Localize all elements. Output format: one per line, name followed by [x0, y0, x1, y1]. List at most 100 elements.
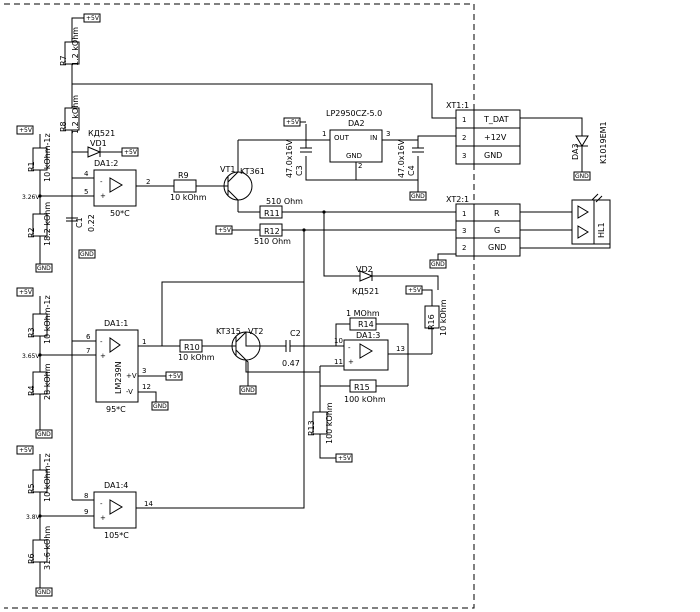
r1-label: R1: [27, 161, 36, 172]
r16-resistor: R16 10 kOhm: [422, 289, 448, 354]
gnd-flag-c1: GND: [78, 249, 96, 259]
vd1-diode: КД521 VD1: [72, 129, 122, 158]
da1-4-label: DA1:4: [104, 481, 128, 490]
svg-text:8: 8: [84, 492, 88, 500]
gnd-flag-vt2: GND: [239, 385, 257, 395]
svg-text:+5V: +5V: [19, 289, 33, 296]
svg-text:12: 12: [142, 383, 151, 391]
xt1-label: XT1:1: [446, 101, 469, 110]
r5-value: 10 kOhm-1z: [43, 453, 52, 502]
gnd-flag-r2: GND: [35, 263, 53, 273]
r12-resistor: R12 510 Ohm: [232, 223, 456, 246]
svg-text:14: 14: [144, 500, 153, 508]
xt1-pin3-label: GND: [484, 151, 502, 160]
svg-text:GND: GND: [241, 387, 255, 394]
svg-text:13: 13: [396, 345, 405, 353]
r11-resistor: 510 Ohm R11: [258, 197, 456, 219]
c4-value: 47.0x16V: [397, 139, 406, 178]
da2-label: DA2: [348, 119, 365, 128]
svg-text:9: 9: [84, 508, 88, 516]
svg-text:IN: IN: [370, 134, 377, 142]
p5v-flag-r13: +5V: [335, 453, 353, 463]
r1-resistor: R1 10 kOhm-1z: [27, 133, 52, 182]
r2-label: R2: [27, 227, 36, 238]
p5v-flag-r5: +5V: [16, 445, 34, 455]
p5v-flag-top: +5V: [83, 13, 101, 23]
r4-resistor: R4 28 kOhm: [27, 363, 52, 400]
board-outline: [4, 3, 475, 609]
svg-text:+V: +V: [126, 372, 137, 380]
r16-value: 10 kOhm: [439, 299, 448, 336]
r3-label: R3: [27, 327, 36, 338]
da2-part: LP2950CZ-5.0: [326, 109, 382, 118]
r3-resistor: R3 10 kOhm-1z: [27, 295, 52, 344]
r7-label: R7: [59, 55, 68, 66]
c4-label: C4: [407, 165, 416, 176]
svg-text:+5V: +5V: [338, 455, 352, 462]
svg-text:3: 3: [462, 152, 466, 160]
r5-resistor: R5 10 kOhm-1z: [27, 453, 52, 502]
vd1-part: КД521: [88, 129, 115, 138]
c3-label: C3: [295, 165, 304, 176]
voltage-label-1: 3.26V: [22, 194, 40, 201]
da3-sensor: DA3 K1019EM1: [571, 121, 608, 172]
svg-text:+5V: +5V: [19, 447, 33, 454]
xt1-pin1-label: T_DAT: [483, 115, 509, 124]
r14-resistor: R14 1 MOhm: [335, 309, 409, 354]
c2-capacitor: C2 0.47: [282, 329, 336, 368]
p5v-flag-r1: +5V: [16, 125, 34, 135]
gnd-flag-da3: GND: [573, 171, 591, 181]
svg-text:GND: GND: [346, 152, 362, 160]
svg-text:3: 3: [462, 227, 466, 235]
r5-label: R5: [27, 483, 36, 494]
svg-text:+5V: +5V: [124, 149, 138, 156]
r10-resistor: R10 10 kOhm: [176, 339, 232, 362]
da1-3-label: DA1:3: [356, 331, 380, 340]
gnd-flag-r6: GND: [35, 587, 53, 597]
svg-text:GND: GND: [153, 403, 167, 410]
svg-text:GND: GND: [431, 261, 445, 268]
svg-text:-: -: [100, 178, 103, 186]
voltage-label-3: 3.8V: [26, 514, 41, 521]
svg-text:7: 7: [86, 347, 90, 355]
p5v-flag-da2: +5V: [283, 117, 301, 127]
svg-text:2: 2: [462, 244, 466, 252]
xt2-label: XT2:1: [446, 195, 469, 204]
svg-text:11: 11: [334, 358, 343, 366]
gnd-flag-da1-1: GND: [151, 401, 169, 411]
r4-label: R4: [27, 385, 36, 396]
gnd-flag-r4: GND: [35, 429, 53, 439]
svg-text:+: +: [348, 358, 354, 366]
da3-part: K1019EM1: [599, 121, 608, 164]
r8-resistor: R8 1.2 kOhm: [59, 84, 80, 152]
da1-2-label: DA1:2: [94, 159, 118, 168]
r2-resistor: R2 18.2 kOhm: [27, 202, 52, 246]
svg-text:GND: GND: [37, 431, 51, 438]
svg-text:+5V: +5V: [168, 373, 182, 380]
gnd-flag-xt2: GND: [429, 259, 447, 269]
svg-text:2: 2: [146, 178, 150, 186]
svg-text:+: +: [100, 192, 106, 200]
r7-resistor: R7 1.2 kOhm: [59, 27, 80, 84]
svg-text:+: +: [100, 352, 106, 360]
vd2-diode: VD2 КД521: [352, 265, 439, 296]
xt2-pin1-label: R: [494, 209, 500, 218]
svg-text:1: 1: [322, 130, 326, 138]
vt2-part: KT315: [216, 327, 241, 336]
r4-value: 28 kOhm: [43, 363, 52, 400]
svg-text:OUT: OUT: [334, 134, 350, 142]
da1-1-label: DA1:1: [104, 319, 128, 328]
c1-label: C1: [75, 217, 84, 228]
r12-label: R12: [264, 227, 280, 236]
p5v-flag-r3: +5V: [16, 287, 34, 297]
da1-4-temp: 105*C: [104, 531, 129, 540]
svg-text:-: -: [100, 500, 103, 508]
svg-text:-: -: [100, 338, 103, 346]
xt1-pin2-label: +12V: [484, 133, 507, 142]
r8-value: 1.2 kOhm: [71, 95, 80, 134]
da1-3-comparator: - + 10 11 13 DA1:3: [320, 331, 408, 371]
svg-text:5: 5: [84, 188, 88, 196]
c2-label: C2: [290, 329, 301, 338]
vt1-transistor: VT1 KT361: [220, 140, 265, 212]
svg-text:1: 1: [142, 338, 146, 346]
